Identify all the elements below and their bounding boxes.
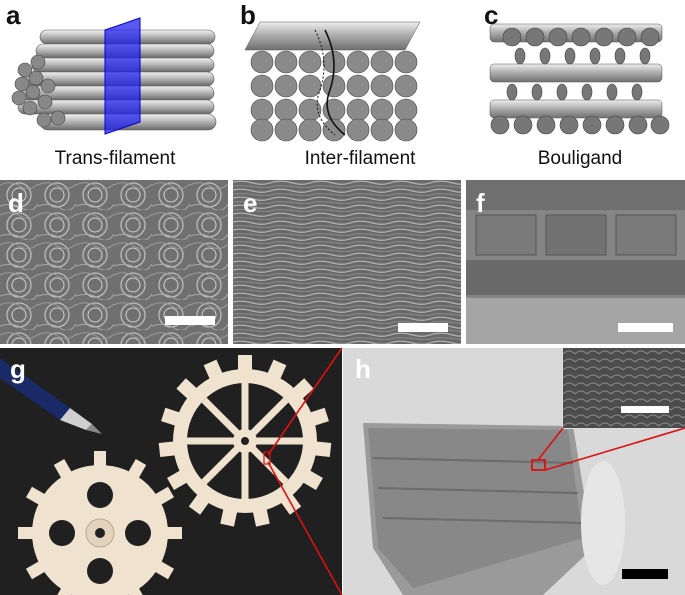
- scale-bar-d: [165, 316, 215, 325]
- schematic-row: [11, 17, 670, 142]
- scale-bar-inset: [621, 406, 669, 413]
- panel-label-b: b: [240, 0, 256, 30]
- sem-inset-h: [562, 348, 685, 429]
- trans-filament-schematic: [11, 17, 217, 135]
- panel-label-a: a: [6, 0, 21, 30]
- gear-icon: [18, 451, 182, 595]
- caption-inter-filament: Inter-filament: [304, 148, 416, 169]
- pen-icon: [0, 358, 102, 434]
- panel-label-c: c: [484, 0, 499, 30]
- photo-gears-g: [0, 348, 342, 595]
- scale-bar-e: [398, 323, 448, 332]
- scale-bar-h: [622, 569, 668, 579]
- caption-bouligand: Bouligand: [537, 148, 623, 169]
- sem-image-f: [466, 180, 685, 344]
- sem-image-d: [0, 180, 228, 344]
- scale-bar-f: [618, 323, 673, 332]
- panel-label-d: d: [8, 188, 24, 218]
- panel-label-f: f: [476, 188, 485, 218]
- panel-label-g: g: [10, 354, 26, 384]
- caption-trans-filament: Trans-filament: [54, 148, 176, 169]
- bouligand-schematic: [489, 23, 670, 135]
- panel-label-h: h: [355, 354, 371, 384]
- inter-filament-schematic: [244, 21, 421, 142]
- sem-image-e: [233, 180, 461, 344]
- panel-label-e: e: [243, 188, 258, 218]
